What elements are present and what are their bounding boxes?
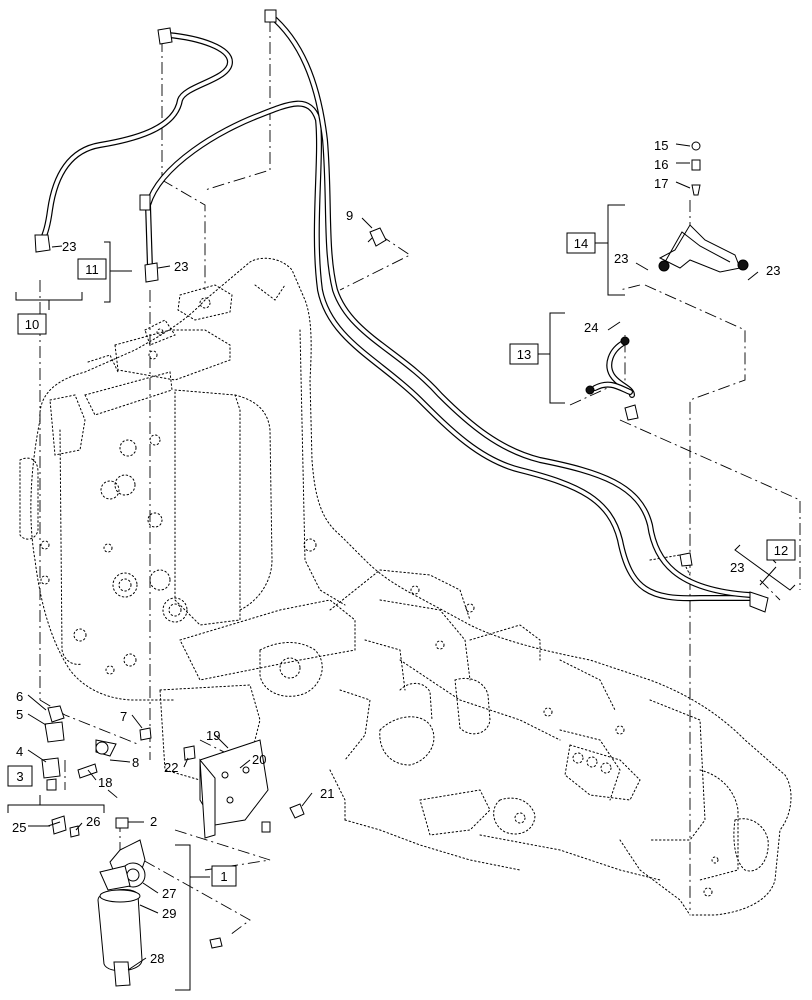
callout-25: 25: [12, 820, 26, 835]
callout-24: 24: [584, 320, 598, 335]
leader-lines: [27, 143, 777, 971]
callout-box-3: [7, 765, 33, 787]
callout-6: 6: [16, 689, 23, 704]
callout-2: 2: [150, 814, 157, 829]
callout-4: 4: [16, 744, 23, 759]
callout-18: 18: [98, 775, 112, 790]
callout-20: 20: [252, 752, 266, 767]
callout-labels: 1 2 3 4 5 6 7 8 9 10 11 12 13 14 15 16 1…: [7, 138, 796, 966]
callout-12: 12: [774, 543, 788, 558]
left-fittings: [41, 705, 196, 838]
callout-28: 28: [150, 951, 164, 966]
callout-8: 8: [132, 755, 139, 770]
callout-22: 22: [164, 760, 178, 775]
callout-26: 26: [86, 814, 100, 829]
fitting-9: [367, 227, 387, 247]
callout-19: 19: [206, 728, 220, 743]
callout-box-12: [766, 539, 796, 561]
bracket-20: [199, 739, 305, 839]
callout-13: 13: [517, 347, 531, 362]
bracket-assembly-14: [658, 141, 749, 273]
callout-23-d: 23: [766, 263, 780, 278]
callout-3: 3: [16, 769, 23, 784]
hose-assembly-13: [585, 336, 693, 567]
callout-10: 10: [25, 317, 39, 332]
callout-29: 29: [162, 906, 176, 921]
hose-end-fittings: [34, 9, 769, 613]
callout-box-14: [566, 232, 596, 254]
callout-box-1: [211, 865, 237, 887]
callout-21: 21: [320, 786, 334, 801]
callout-9: 9: [346, 208, 353, 223]
callout-23-c: 23: [614, 251, 628, 266]
chain-lines: [39, 20, 801, 936]
callout-23-a: 23: [62, 239, 76, 254]
filter-assembly-1: [97, 839, 223, 987]
callout-11: 11: [85, 262, 99, 277]
callout-5: 5: [16, 707, 23, 722]
callout-box-10: [17, 313, 47, 335]
hose-main: [145, 12, 758, 602]
chassis-outline: [19, 257, 792, 916]
hose-left: [39, 32, 233, 243]
callout-box-13: [509, 343, 539, 365]
callout-23-e: 23: [730, 560, 744, 575]
callout-16: 16: [654, 157, 668, 172]
callout-17: 17: [654, 176, 668, 191]
group-brackets: [7, 204, 796, 991]
callout-15: 15: [654, 138, 668, 153]
callout-14: 14: [574, 236, 588, 251]
callout-27: 27: [162, 886, 176, 901]
callout-1: 1: [220, 869, 227, 884]
callout-23-b: 23: [174, 259, 188, 274]
callout-7: 7: [120, 709, 127, 724]
callout-box-11: [77, 258, 107, 280]
